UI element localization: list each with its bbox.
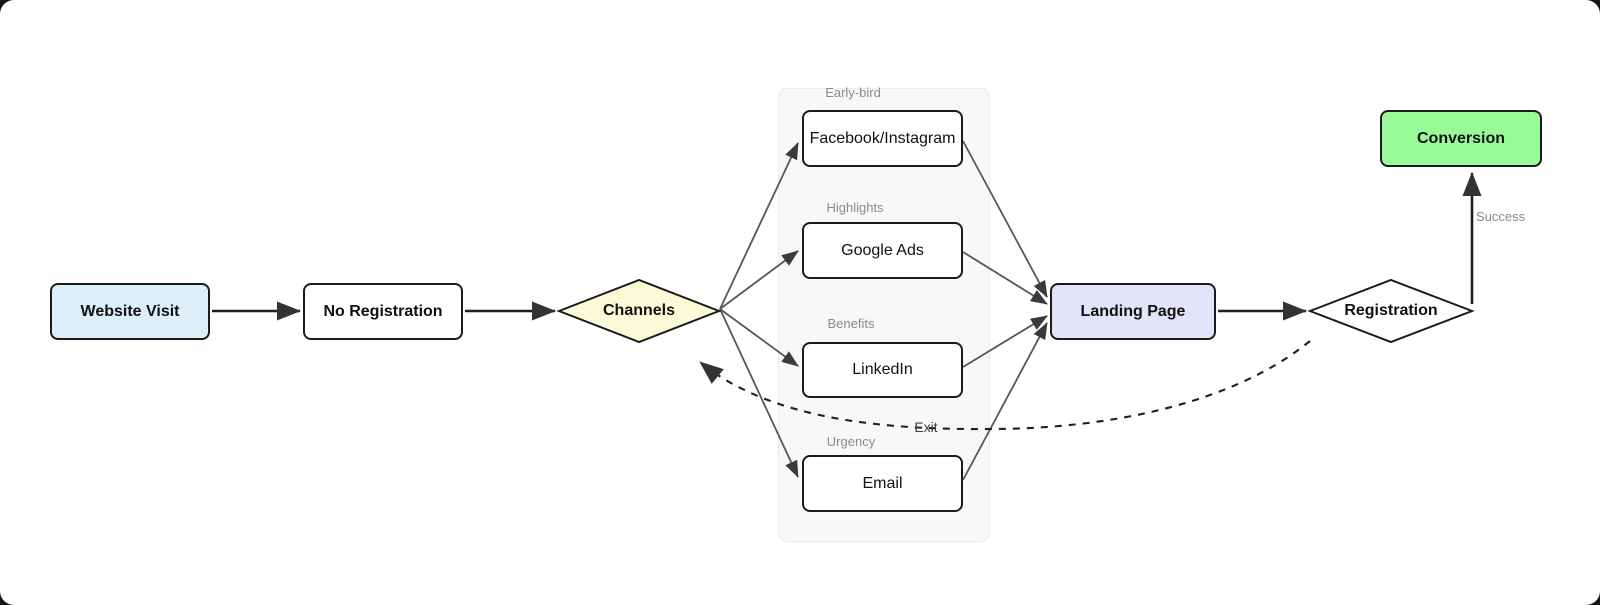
edge-googleads-to-landing	[962, 251, 1048, 305]
node-no-registration: No Registration	[303, 283, 463, 340]
edge-channels-to-linkedin	[719, 308, 799, 367]
edge-label-early-bird: Early-bird	[825, 85, 881, 100]
node-facebook-instagram-label: Facebook/Instagram	[809, 129, 956, 147]
node-no-registration-label: No Registration	[323, 302, 443, 320]
node-linkedin: LinkedIn	[802, 342, 963, 398]
node-conversion-label: Conversion	[1416, 129, 1505, 147]
node-landing-page: Landing Page	[1050, 283, 1216, 340]
edge-facebook-to-landing	[962, 140, 1048, 298]
edge-channels-to-googleads	[719, 250, 799, 310]
edge-label-urgency: Urgency	[826, 434, 876, 449]
node-landing-page-label: Landing Page	[1080, 302, 1186, 320]
node-conversion: Conversion	[1380, 110, 1542, 167]
edge-label-exit: Exit	[914, 419, 938, 435]
edge-linkedin-to-landing	[962, 315, 1048, 368]
edge-label-highlights: Highlights	[826, 200, 884, 215]
edge-channels-to-email	[719, 308, 799, 478]
edge-registration-exit-to-channels	[699, 340, 1311, 431]
node-google-ads-label: Google Ads	[841, 241, 924, 259]
edge-channels-to-facebook	[719, 142, 799, 310]
edge-label-benefits: Benefits	[827, 316, 875, 331]
node-email-label: Email	[862, 474, 903, 492]
registration-diamond-shape	[1307, 278, 1475, 344]
channels-diamond-shape	[556, 278, 722, 344]
node-email: Email	[802, 455, 963, 512]
node-channels-label: Channels	[602, 302, 676, 319]
node-facebook-instagram: Facebook/Instagram	[802, 110, 963, 167]
node-website-visit: Website Visit	[50, 283, 210, 340]
node-linkedin-label: LinkedIn	[852, 361, 913, 378]
node-registration-label: Registration	[1344, 302, 1438, 319]
node-google-ads: Google Ads	[802, 222, 963, 279]
edge-label-success: Success	[1476, 209, 1526, 224]
node-website-visit-label: Website Visit	[80, 302, 180, 320]
edge-email-to-landing	[962, 322, 1048, 481]
